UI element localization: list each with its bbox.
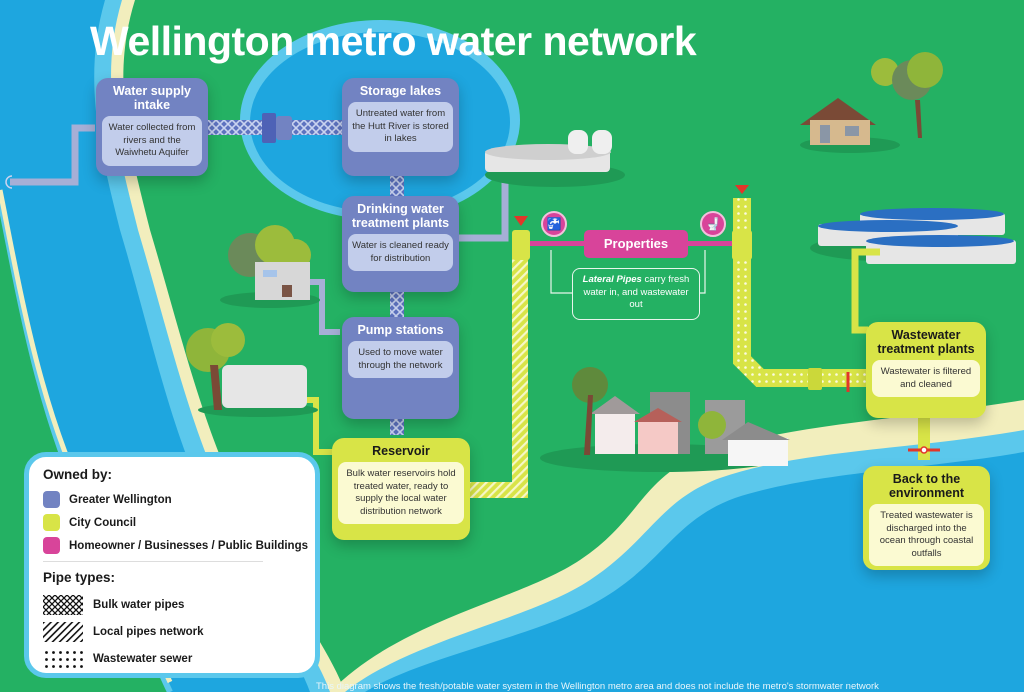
page-title: Wellington metro water network [90,18,697,64]
owner-swatch [43,491,60,508]
legend-owned-heading: Owned by: [43,467,113,482]
stage-environment: Back to the environment Treated wastewat… [863,466,990,570]
owner-swatch [43,514,60,531]
diagonal-stripes-pattern-icon [43,621,83,642]
legend-owner-item: Homeowner / Businesses / Public Building… [43,534,308,557]
pipe-label: Wastewater sewer [93,652,193,665]
properties-label: Properties [584,230,688,258]
legend-owner-item: Greater Wellington [43,488,301,511]
stage-storage: Storage lakes Untreated water from the H… [342,78,459,176]
stage-body: Bulk water reservoirs hold treated water… [338,462,464,524]
stage-pump: Pump stations Used to move water through… [342,317,459,419]
pipe-label: Bulk water pipes [93,598,185,611]
owner-label: Homeowner / Businesses / Public Building… [69,539,308,552]
stage-wastewater: Wastewater treatment plants Wastewater i… [866,322,986,418]
stage-body: Used to move water through the network [348,341,453,378]
crosshatch-pattern-icon [43,594,83,615]
stage-body: Treated wastewater is discharged into th… [869,504,984,566]
stage-treatment: Drinking water treatment plants Water is… [342,196,459,292]
legend-pipe-item: Bulk water pipes [43,591,301,618]
footer-note: This diagram shows the fresh/potable wat… [316,681,879,692]
lateral-pipes-text: carry fresh water in, and wastewater out [583,274,690,310]
stage-title: Back to the environment [888,472,964,500]
stage-body: Untreated water from the Hutt River is s… [348,102,453,152]
stage-title: Storage lakes [359,84,442,98]
legend-pipe-item: Wastewater sewer [43,645,301,672]
stage-title: Reservoir [372,444,430,458]
stage-reservoir: Reservoir Bulk water reservoirs hold tre… [332,438,470,540]
legend-divider [43,561,263,562]
owner-swatch [43,537,60,554]
owner-label: Greater Wellington [69,493,172,506]
stage-title: Pump stations [357,323,444,337]
stage-body: Water is cleaned ready for distribution [348,234,453,271]
legend: Owned by: Greater Wellington City Counci… [24,452,320,678]
dots-pattern-icon [43,648,83,669]
tap-icon: 🚰 [541,211,567,237]
ocean [365,452,1024,692]
lateral-pipes-term: Lateral Pipes [582,274,642,285]
toilet-icon: 🚽 [700,211,726,237]
legend-pipe-item: Local pipes network [43,618,301,645]
legend-pipes-heading: Pipe types: [43,570,116,585]
legend-owner-item: City Council [43,511,301,534]
owner-label: City Council [69,516,137,529]
stage-title: Wastewater treatment plants [877,328,975,356]
stage-body: Water collected from rivers and the Waiw… [102,116,202,166]
stage-title: Water supply intake [112,84,192,112]
pipe-label: Local pipes network [93,625,204,638]
stage-title: Drinking water treatment plants [351,202,450,230]
lateral-pipes-note: Lateral Pipes carry fresh water in, and … [572,268,700,320]
valve [262,113,276,143]
stage-body: Wastewater is filtered and cleaned [872,360,980,397]
stage-intake: Water supply intake Water collected from… [96,78,208,176]
